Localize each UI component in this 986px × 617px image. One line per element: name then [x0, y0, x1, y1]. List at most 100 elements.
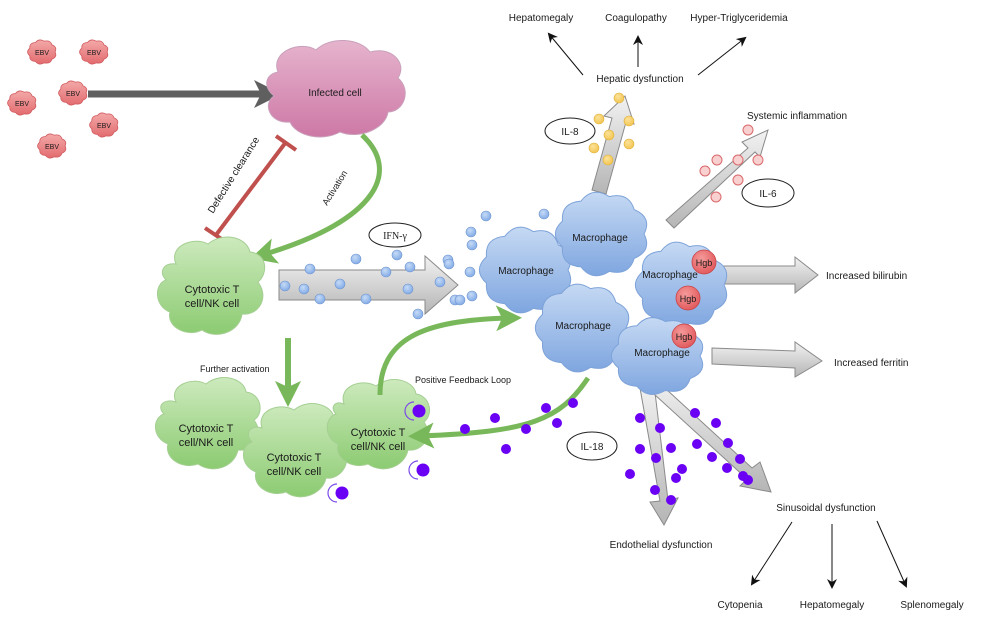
ifn-gamma-dot [350, 253, 362, 265]
il18-dot [735, 454, 745, 464]
tcell-bl-line1: Cytotoxic T [179, 423, 234, 435]
il18-dot [666, 443, 676, 453]
hepatic-dysfunction-label: Hepatic dysfunction [596, 74, 683, 85]
il18-dot [666, 495, 676, 505]
il18-dot [521, 424, 531, 434]
il18-dot [552, 418, 562, 428]
ebv-virus: EBV [58, 80, 88, 106]
il18-receptor-complex [327, 483, 349, 503]
ebv-virus: EBV [27, 39, 57, 65]
coagulopathy-label: Coagulopathy [605, 13, 667, 24]
hgb-molecule: Hgb [675, 285, 701, 311]
hypertriglyceridemia-label: Hyper-Triglyceridemia [690, 13, 788, 24]
il18-label-bubble: IL-18 [566, 431, 618, 461]
il8-dots [588, 92, 635, 166]
il6-arrow [665, 129, 769, 229]
cytopenia-label: Cytopenia [717, 600, 762, 611]
increased-ferritin-label: Increased ferritin [834, 358, 908, 369]
tcell-bottom-right: Cytotoxic T cell/NK cell [326, 379, 431, 470]
tcell-bm-line2: cell/NK cell [267, 466, 321, 478]
tcell-bottom-middle: Cytotoxic T cell/NK cell [243, 403, 350, 498]
macrophage: Macrophage [554, 191, 648, 277]
endothelial-dysfunction-label: Endothelial dysfunction [610, 540, 713, 551]
hepatomegaly-bottom-label: Hepatomegaly [800, 600, 864, 611]
tcell-top-line1: Cytotoxic T [185, 284, 240, 296]
il18-dot [650, 485, 660, 495]
ifn-gamma-dot [391, 249, 403, 261]
activation-arrow [250, 133, 382, 264]
il18-dot [501, 444, 511, 454]
hgb-label: Hgb [676, 332, 693, 342]
il18-dot [568, 398, 578, 408]
il18-receptor-complex [404, 401, 426, 421]
sinusoidal-to-cytopenia-arrow [750, 521, 793, 586]
il18-dot [490, 413, 500, 423]
ifn-dots [279, 249, 461, 320]
tcell-top: Cytotoxic T cell/NK cell [157, 236, 266, 335]
il18-dot [655, 423, 665, 433]
il8-dot [602, 154, 614, 166]
il8-dot [603, 129, 615, 141]
ifn-gamma-dot [466, 239, 478, 251]
defective-clearance-label: Defective clearance [206, 135, 262, 216]
ifn-gamma-dot [314, 293, 326, 305]
tcell-top-line2: cell/NK cell [185, 298, 239, 310]
ebv-label: EBV [45, 144, 59, 151]
hgb-molecule: Hgb [671, 323, 697, 349]
il18-dot [541, 403, 551, 413]
il6-dot [699, 165, 711, 177]
tcell-bottom-left: Cytotoxic T cell/NK cell [155, 377, 261, 470]
il8-dot [588, 142, 600, 154]
ifn-gamma-dot [298, 283, 310, 295]
positive-feedback-arrow [377, 305, 522, 396]
sinusoidal-to-splenomegaly-arrow [876, 520, 908, 588]
ifn-gamma-dot [360, 293, 372, 305]
il6-label-bubble: IL-6 [741, 178, 795, 208]
il6-dots [699, 124, 764, 203]
il18-dot [722, 463, 732, 473]
il18-dot [635, 444, 645, 454]
tcell-bl-line2: cell/NK cell [179, 437, 233, 449]
ebv-label: EBV [35, 50, 49, 57]
il18-dot [671, 473, 681, 483]
il6-dot [711, 154, 723, 166]
infected-cell: Infected cell [266, 39, 406, 138]
ifn-gamma-dot [380, 266, 392, 278]
il8-label: IL-8 [561, 127, 579, 138]
ferritin-arrow [711, 341, 823, 378]
ebv-virus: EBV [79, 39, 109, 65]
tcell-br-line1: Cytotoxic T [351, 427, 406, 439]
ifn-gamma-dot [412, 308, 424, 320]
macrophage-label: Macrophage [498, 266, 554, 277]
positive-feedback-label: Positive Feedback Loop [415, 375, 511, 385]
il18-dot [738, 471, 748, 481]
ifn-gamma-dot [466, 290, 478, 302]
macrophage-ifn-dots [443, 208, 550, 306]
il18-dot [692, 439, 702, 449]
macrophage-label: Macrophage [642, 270, 698, 281]
il18-label: IL-18 [581, 442, 604, 453]
il6-dot [752, 154, 764, 166]
il18-dot [690, 408, 700, 418]
il18-dot [460, 424, 470, 434]
infected-cell-label: Infected cell [308, 88, 361, 99]
hgb-label: Hgb [696, 258, 713, 268]
il18-dot [707, 452, 717, 462]
ifn-label: IFN-γ [383, 231, 407, 242]
ifn-gamma-dot [334, 278, 346, 290]
further-activation-label: Further activation [200, 364, 270, 374]
il8-dot [613, 92, 625, 104]
il18-dots [460, 398, 753, 505]
il6-dot [732, 174, 744, 186]
sinusoidal-dysfunction-label: Sinusoidal dysfunction [776, 503, 876, 514]
hgb-molecule: Hgb [691, 249, 717, 275]
ebv-virus: EBV [89, 112, 119, 138]
il18-dot [677, 464, 687, 474]
il8-dot [593, 113, 605, 125]
activation-label: Activation [320, 169, 349, 207]
hepatic-to-hepatomegaly-arrow [547, 32, 584, 76]
il8-arrow [591, 95, 635, 195]
bilirubin-arrow [721, 255, 819, 295]
